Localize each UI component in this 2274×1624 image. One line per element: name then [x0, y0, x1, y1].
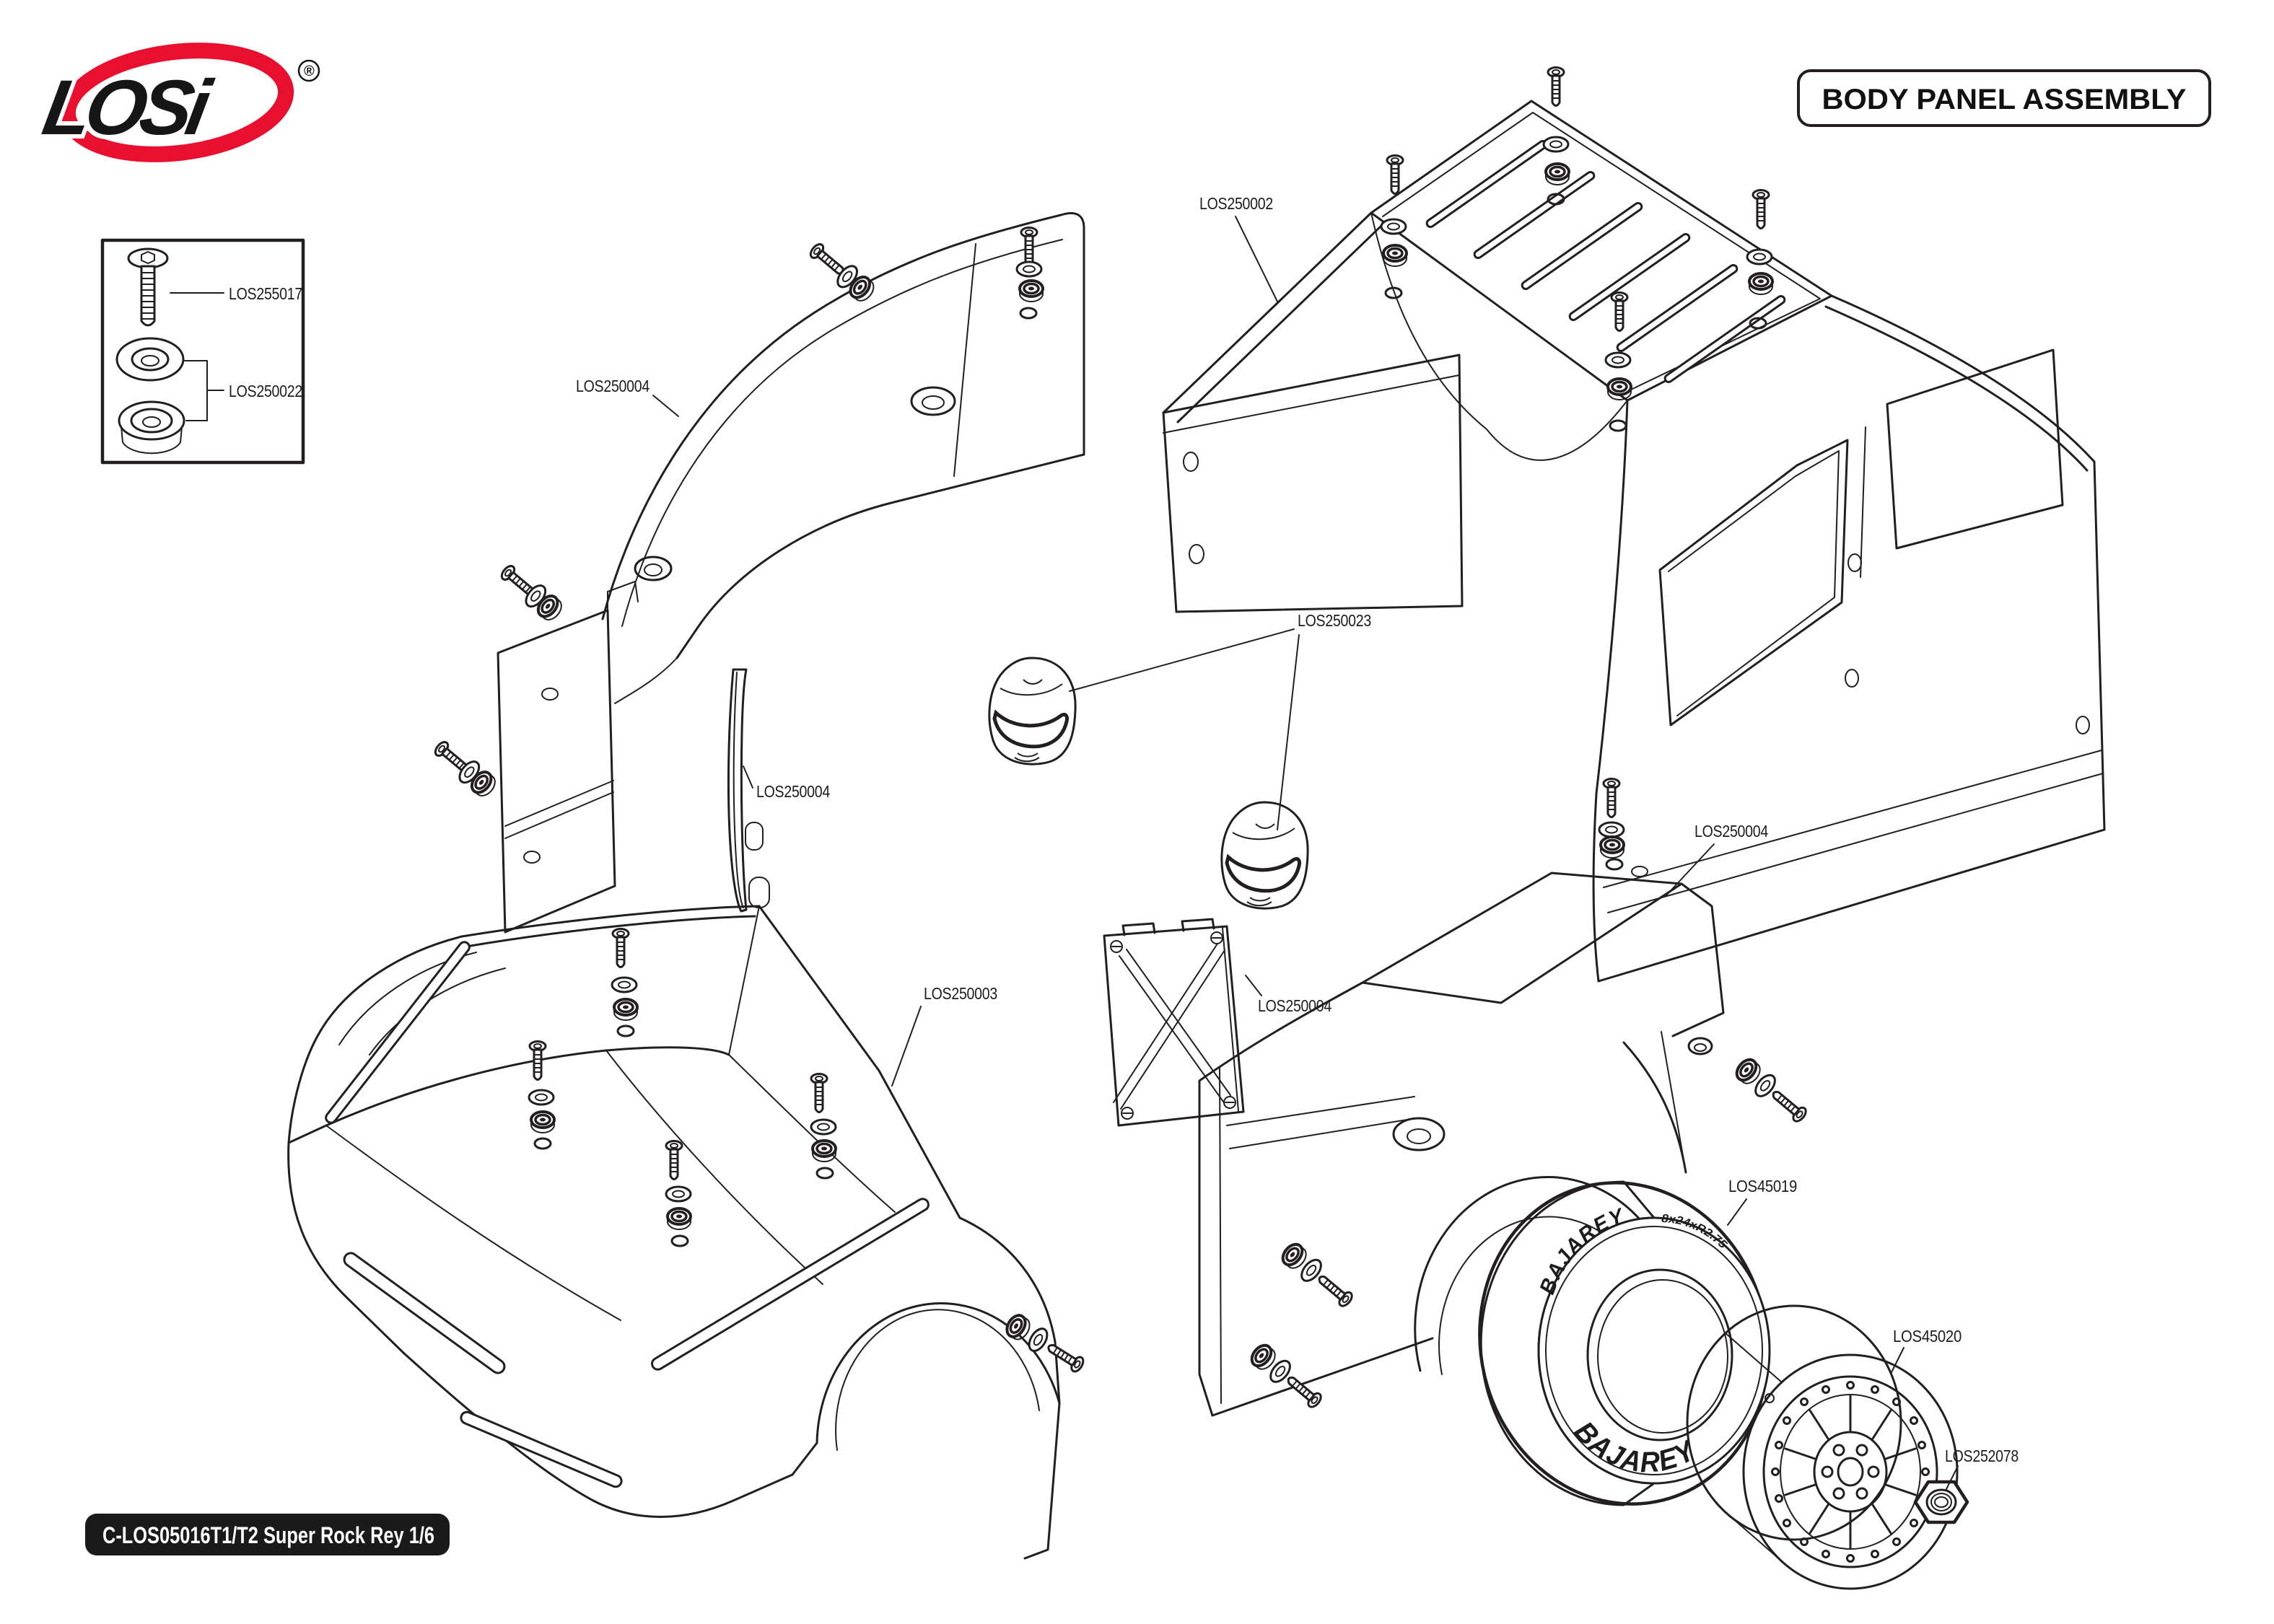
- screw: [1610, 291, 1629, 332]
- grommet: [530, 1110, 556, 1134]
- callout-cab-body: LOS250002: [1199, 194, 1273, 213]
- hardware-inset-box: LOS255017 LOS250022: [100, 238, 305, 465]
- grommet: [613, 998, 639, 1022]
- callout-inset-screw: LOS255017: [229, 284, 302, 303]
- screw: [1547, 66, 1565, 107]
- callout-front-fender: LOS250004: [576, 377, 650, 395]
- screw: [665, 1140, 683, 1180]
- panel-hole: [1609, 419, 1627, 432]
- fastener-set: [498, 562, 567, 626]
- washer: [1380, 218, 1407, 235]
- grommet: [1748, 272, 1774, 296]
- callout-front-body: LOS250003: [924, 984, 997, 1003]
- title-box: BODY PANEL ASSEMBLY: [1797, 69, 2211, 127]
- screw: [810, 1073, 828, 1113]
- washer: [1598, 821, 1625, 838]
- callout-rear-panel: LOS250004: [1694, 822, 1768, 840]
- beadlock-bolts: [1771, 1381, 1930, 1563]
- page-title: BODY PANEL ASSEMBLY: [1822, 84, 2187, 115]
- hub-holes: [1821, 1444, 1880, 1500]
- panel-hole: [670, 1234, 689, 1247]
- registered-mark: ®: [304, 63, 315, 79]
- panel-hole: [616, 1024, 635, 1037]
- footer-doc-label: C-LOS05016T1/T2 Super Rock Rey 1/6: [85, 1514, 450, 1555]
- callout-wheel-nut: LOS252078: [1945, 1447, 2019, 1465]
- leader-washer-set: [184, 360, 224, 421]
- side-strip-drawing: [727, 668, 770, 913]
- helmet-right: [1222, 802, 1308, 908]
- washer: [1746, 248, 1773, 265]
- callouts: LOS250004 LOS250002 LOS250023 LOS250004 …: [576, 194, 2019, 1490]
- callout-side-strip: LOS250004: [756, 782, 830, 801]
- washer: [810, 1118, 837, 1136]
- fastener-sets: [432, 66, 1810, 1410]
- fastener-set: [1277, 1239, 1356, 1309]
- grommet: [666, 1207, 692, 1231]
- screw: [1386, 154, 1404, 195]
- grommet: [1599, 835, 1625, 859]
- front-body-drawing: [287, 905, 1061, 1560]
- callout-tire: LOS45019: [1728, 1177, 1797, 1195]
- grommet: [1544, 162, 1570, 186]
- panel-hole: [533, 1137, 552, 1150]
- logo-swoosh: [59, 43, 294, 162]
- helmet-left: [989, 658, 1075, 764]
- wheel-drawing: [1686, 1304, 1959, 1590]
- grommet: [1606, 377, 1632, 401]
- cross-panel-drawing: [1103, 918, 1245, 1127]
- screw: [1602, 778, 1621, 818]
- front-fender-drawing: [497, 211, 1085, 934]
- callout-cross-panel: LOS250004: [1258, 996, 1331, 1015]
- grommet: [811, 1139, 837, 1163]
- fastener-set: [1246, 1340, 1325, 1410]
- fastener-set: [1731, 1054, 1810, 1125]
- callout-wheel: LOS45020: [1893, 1327, 1962, 1346]
- wheel-nut-drawing: [1913, 1480, 1969, 1524]
- screw: [1752, 189, 1770, 229]
- wheel-spokes: [1784, 1395, 1917, 1549]
- washer: [611, 976, 638, 993]
- screw: [611, 928, 630, 968]
- callout-inset-washer-set: LOS250022: [229, 382, 302, 400]
- tire-drawing: BAJAREY BAJAREY 8x24xR2.75: [1478, 1180, 1771, 1506]
- footer-doc-code: C-LOS05016T1/T2 Super Rock Rey 1/6: [102, 1522, 434, 1548]
- panel-hole: [815, 1167, 834, 1180]
- washer: [1015, 260, 1043, 278]
- washer: [665, 1185, 692, 1203]
- logo-wordmark: LOSi: [37, 64, 219, 152]
- inset-grommet: [118, 400, 185, 455]
- washer: [528, 1089, 555, 1106]
- grommet: [1382, 244, 1408, 268]
- washer: [1542, 136, 1570, 153]
- inset-screw: [127, 247, 169, 327]
- washer: [1604, 351, 1632, 369]
- grommet: [1018, 279, 1044, 303]
- panel-hole: [1019, 307, 1038, 320]
- callout-helmets: LOS250023: [1298, 611, 1371, 630]
- inset-washer: [115, 337, 185, 382]
- footer-badge: [85, 1514, 450, 1555]
- losi-logo: LOSi ®: [32, 43, 320, 162]
- fastener-set: [432, 738, 501, 802]
- panel-hole: [1605, 858, 1624, 871]
- registered-mark-circle: [297, 59, 320, 82]
- inset-border: [100, 238, 305, 465]
